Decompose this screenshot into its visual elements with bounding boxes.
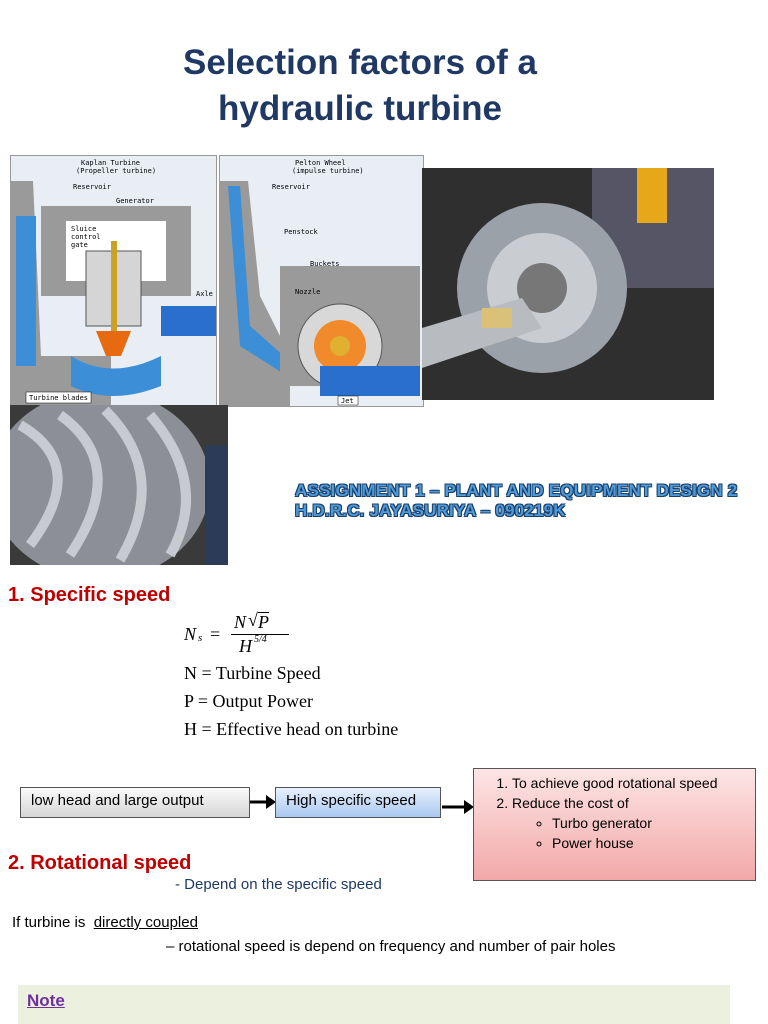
fraction-bar [231, 634, 289, 635]
kaplan-axle-label: Axle [196, 290, 213, 298]
formula-denominator-h: H [239, 636, 252, 656]
flow-box-results: To achieve good rotational speed Reduce … [473, 768, 756, 881]
kaplan-sluice-label-3: gate [71, 241, 88, 249]
pelton-photo-svg [422, 168, 714, 400]
flow-box-low-head: low head and large output [20, 787, 250, 818]
kaplan-blades-label: Turbine blades [29, 394, 88, 402]
kaplan-diagram-svg: Kaplan Turbine (Propeller turbine) Reser… [11, 156, 216, 406]
pelton-reservoir-label: Reservoir [272, 183, 310, 191]
pelton-jet-label: Jet [341, 397, 354, 405]
arrow-right-icon [250, 795, 276, 809]
result-subitem-2: Power house [552, 833, 747, 853]
rotational-speed-line: – rotational speed is depend on frequenc… [166, 938, 616, 955]
formula-definitions: N = Turbine Speed P = Output Power H = E… [184, 659, 398, 743]
arrow-right-icon [442, 800, 474, 814]
formula-subscript: s [198, 632, 203, 644]
formula-numerator-p: P [258, 612, 269, 632]
sqrt-icon: √ [248, 610, 258, 630]
formula-lhs: N [184, 624, 197, 644]
formula-equals: = [210, 624, 221, 644]
result-item-2-text: Reduce the cost of [512, 795, 629, 811]
page-title: Selection factors of a hydraulic turbine [0, 40, 720, 132]
kaplan-reservoir-label: Reservoir [73, 183, 111, 191]
kaplan-sluice-label-2: control [71, 233, 101, 241]
definition-n: N = Turbine Speed [184, 663, 321, 683]
if-turbine-line: If turbine is directly coupled [12, 914, 198, 931]
assignment-title: Assignment 1 – Plant and Equipment Desig… [295, 481, 737, 521]
result-subitem-1: Turbo generator [552, 813, 747, 833]
kaplan-photo-svg [10, 405, 228, 565]
directly-coupled-text: directly coupled [93, 914, 198, 931]
pelton-wheel-diagram: Pelton Wheel (impulse turbine) Reservoir… [219, 155, 424, 407]
section-rotational-speed-heading: 2. Rotational speed [8, 852, 192, 874]
definition-h: H = Effective head on turbine [184, 719, 399, 739]
kaplan-generator-label: Generator [116, 197, 154, 205]
flow-box-high-speed: High specific speed [275, 787, 441, 818]
pelton-heading-2: (impulse turbine) [292, 167, 364, 175]
pelton-heading-1: Pelton Wheel [295, 159, 346, 167]
kaplan-turbine-diagram: Kaplan Turbine (Propeller turbine) Reser… [10, 155, 217, 407]
kaplan-heading-1: Kaplan Turbine [81, 159, 140, 167]
kaplan-sluice-label-1: Sluice [71, 225, 96, 233]
assignment-line-1: Assignment 1 – Plant and Equipment Desig… [295, 481, 738, 500]
specific-speed-formula: N s = N √ P H 5/4 [184, 610, 304, 656]
if-turbine-prefix: If turbine is [12, 914, 94, 931]
note-box [18, 985, 730, 1024]
title-line-2: hydraulic turbine [218, 89, 502, 128]
pelton-buckets-label: Buckets [310, 260, 340, 268]
pelton-diagram-svg: Pelton Wheel (impulse turbine) Reservoir… [220, 156, 423, 406]
title-line-1: Selection factors of a [183, 43, 537, 82]
assignment-line-2: H.D.R.C. Jayasuriya – 090219K [295, 501, 566, 520]
section-specific-speed-heading: 1. Specific speed [8, 584, 171, 606]
pelton-penstock-label: Penstock [284, 228, 319, 236]
result-item-1: To achieve good rotational speed [512, 773, 747, 793]
pelton-nozzle-label: Nozzle [295, 288, 320, 296]
result-item-2: Reduce the cost of Turbo generator Power… [512, 793, 747, 853]
kaplan-runner-photo [10, 405, 228, 565]
formula-numerator-n: N [234, 612, 247, 632]
note-label: Note [27, 991, 65, 1010]
kaplan-heading-2: (Propeller turbine) [76, 167, 156, 175]
depend-note: - Depend on the specific speed [175, 876, 382, 893]
definition-p: P = Output Power [184, 691, 313, 711]
pelton-runner-photo [422, 168, 714, 400]
formula-exponent: 5/4 [254, 634, 267, 645]
